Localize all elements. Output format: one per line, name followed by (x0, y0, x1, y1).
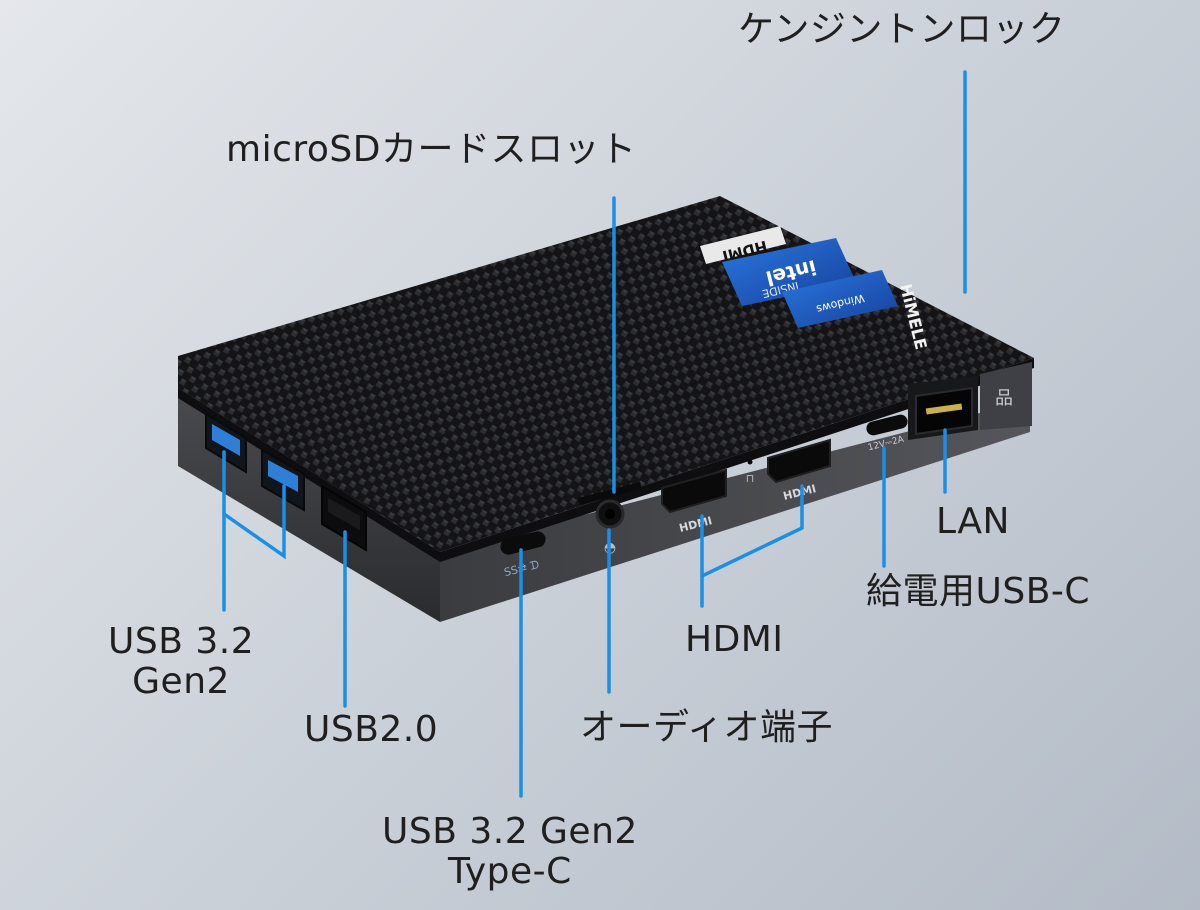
power-usbc-port (866, 414, 908, 436)
hdmi-sticker (700, 226, 786, 264)
callout-usb32-gen2-line2: Gen2 (132, 661, 230, 703)
hdmi-leader-branch (700, 484, 804, 578)
usb32-port-1-tongue (212, 424, 240, 456)
callout-usb32-typec: USB 3.2 Gen2 Type-C (382, 811, 638, 893)
callout-usb32-typec-line1: USB 3.2 Gen2 (382, 811, 638, 852)
hdmi-port-1 (661, 468, 727, 514)
lan-network-icon: 品 (995, 388, 1013, 409)
top-stickers: HDMI intel INSIDE Windows HiMELE (700, 226, 931, 351)
usbc-typec-port (500, 531, 546, 555)
callout-kensington-lock: ケンジントンロック (738, 9, 1066, 50)
lan-contacts (925, 403, 963, 415)
callout-usb32-gen2-line1: USB 3.2 (108, 621, 255, 662)
usb20-port-tongue (328, 498, 360, 530)
audio-jack-hole (605, 509, 615, 519)
mini-pc: HDMI intel INSIDE Windows HiMELE SS⇄ ᗪ ◓ (178, 196, 1034, 622)
microsd-slot (578, 482, 642, 505)
callout-lan: LAN (936, 501, 1010, 542)
windows-sticker (782, 270, 898, 328)
callout-usb32-typec-line2: Type-C (447, 851, 572, 893)
usb32-leader-branch (222, 484, 286, 560)
callout-power-usbc: 給電用USB-C (866, 571, 1091, 612)
callout-hdmi: HDMI (685, 619, 784, 660)
lan-side-panel (980, 362, 1032, 430)
hdmi-port-2 (767, 438, 831, 484)
callout-microsd-slot: microSDカードスロット (226, 129, 637, 170)
callout-audio-jack: オーディオ端子 (580, 707, 833, 748)
left-side-ports (205, 412, 367, 552)
leader-lines (222, 70, 967, 798)
callout-usb32-gen2: USB 3.2 Gen2 (108, 621, 255, 703)
usb32-port-2-tongue (268, 460, 298, 492)
callout-usb20: USB2.0 (304, 709, 439, 750)
lock-icon: ⊓ (746, 472, 755, 485)
status-led (747, 459, 753, 465)
